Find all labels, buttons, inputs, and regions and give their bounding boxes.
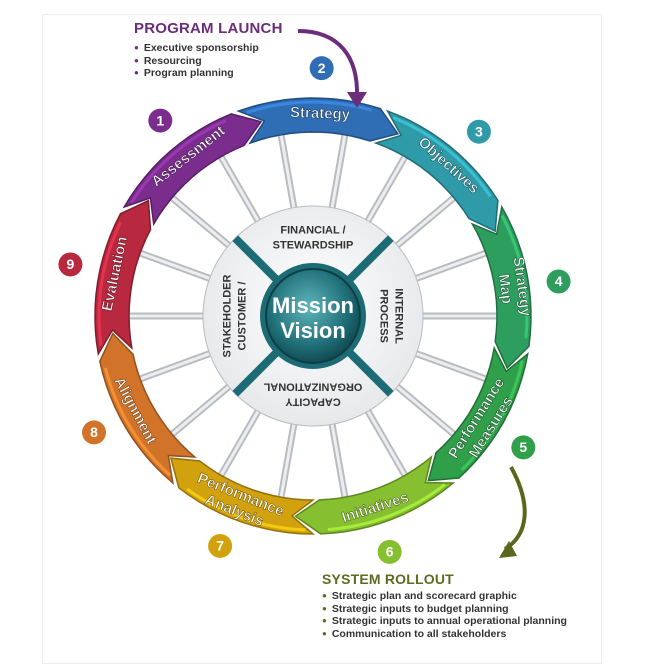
system-rollout-title: SYSTEM ROLLOUT: [322, 571, 454, 587]
step-badge: [466, 119, 491, 144]
step-number: 4: [555, 273, 563, 289]
program-launch-item: Program planning: [134, 67, 259, 80]
step-badge: [511, 435, 536, 460]
ring-spoke-highlight: [363, 404, 408, 479]
cycle-segment: [169, 457, 316, 535]
perspective-label: ORGANIZATIONAL: [263, 381, 362, 393]
perspective-label: STAKEHOLDER: [221, 274, 233, 357]
ring-spoke-highlight: [391, 381, 457, 438]
ring-spoke-highlight: [136, 350, 217, 382]
cycle-segment-highlight: [103, 367, 171, 477]
launch-arrow: [297, 29, 360, 97]
ring-spoke-highlight: [409, 250, 490, 282]
ring-spoke-highlight: [218, 153, 263, 228]
step-number: 2: [318, 60, 326, 76]
ring-spoke-highlight: [409, 350, 490, 382]
cycle-segment: [294, 455, 456, 535]
step-number-badges: 1 2 3 4 5 6 7 8 9: [58, 56, 571, 564]
rollout-arrow-head: [499, 541, 517, 558]
ring-spoke-highlight: [279, 131, 297, 216]
wheel-hub-rim: [260, 263, 366, 369]
center-line1: Mission: [272, 293, 354, 318]
step-badge: [309, 56, 334, 81]
mission-vision-hub: Mission Vision: [265, 268, 361, 364]
mission-vision-circle: [265, 268, 361, 364]
cycle-segment-highlight: [97, 221, 123, 346]
program-launch-item: Executive sponsorship: [134, 42, 259, 55]
cycle-segment-highlight: [186, 487, 306, 532]
ring-spoke-highlight: [169, 194, 235, 251]
cycle-segment-highlight: [130, 119, 227, 204]
cycle-segment: [122, 113, 263, 227]
cycle-segment: [94, 199, 152, 357]
step-badge: [377, 539, 402, 564]
rollout-arrow: [503, 466, 527, 551]
system-rollout-item: Strategic inputs to annual operational p…: [322, 615, 567, 628]
system-rollout-list: Strategic plan and scorecard graphic Str…: [322, 590, 567, 640]
ring-spokes: [123, 129, 503, 503]
launch-arrow-head: [347, 92, 367, 108]
perspective-label: FINANCIAL /: [280, 224, 345, 236]
cycle-segment-highlight: [460, 360, 524, 471]
step-badge: [148, 108, 173, 133]
ring-spoke-highlight: [169, 381, 235, 438]
step-number: 7: [216, 538, 224, 554]
system-rollout-item: Strategic plan and scorecard graphic: [322, 590, 567, 603]
step-badge: [82, 420, 107, 445]
step-number: 8: [90, 424, 98, 440]
step-badge: [546, 269, 571, 294]
perspective-label: PROCESS: [378, 289, 390, 343]
step-badge: [208, 533, 233, 558]
flow-arrows: [297, 29, 527, 558]
ring-spoke-highlight: [329, 131, 347, 216]
cycle-segment-highlight: [327, 483, 446, 531]
cycle-segment: [373, 109, 499, 233]
wheel-divider: [232, 235, 281, 284]
wheel-divider: [232, 348, 281, 397]
perspective-label: STEWARDSHIP: [273, 239, 354, 251]
program-launch-item: Resourcing: [134, 55, 259, 68]
step-badge: [58, 252, 83, 277]
ring-spoke-highlight: [363, 153, 408, 228]
cycle-segment-highlight: [500, 214, 529, 339]
cycle-segment-highlight: [392, 116, 492, 198]
ring-spoke-highlight: [136, 250, 217, 282]
ring-spoke-highlight: [391, 194, 457, 251]
step-number: 5: [519, 439, 527, 455]
step-number: 6: [386, 544, 394, 560]
step-number: 9: [67, 256, 75, 272]
perspective-label: CUSTOMER /: [236, 282, 248, 351]
perspective-label: CAPACITY: [285, 396, 341, 408]
ring-spoke-highlight: [329, 416, 347, 501]
cycle-step-label: Map: [495, 273, 516, 305]
center-line2: Vision: [280, 318, 346, 343]
cycle-step-label: Strategy: [290, 104, 351, 123]
system-rollout-item: Strategic inputs to budget planning: [322, 603, 567, 616]
wheel-divider: [345, 235, 394, 284]
step-number: 1: [156, 112, 164, 128]
cycle-segment: [427, 345, 529, 482]
ring-spoke-highlight: [279, 416, 297, 501]
system-rollout-item: Communication to all stakeholders: [322, 628, 567, 641]
program-launch-title: PROGRAM LAUNCH: [134, 20, 283, 37]
perspective-label: INTERNAL: [393, 288, 405, 344]
ring-spoke-highlight: [218, 404, 263, 479]
step-number: 3: [475, 123, 483, 139]
cycle-segment-highlight: [246, 100, 373, 114]
program-launch-list: Executive sponsorship Resourcing Program…: [134, 42, 259, 80]
cycle-segment: [99, 332, 197, 485]
cycle-segment: [236, 97, 400, 145]
wheel-divider: [345, 348, 394, 397]
